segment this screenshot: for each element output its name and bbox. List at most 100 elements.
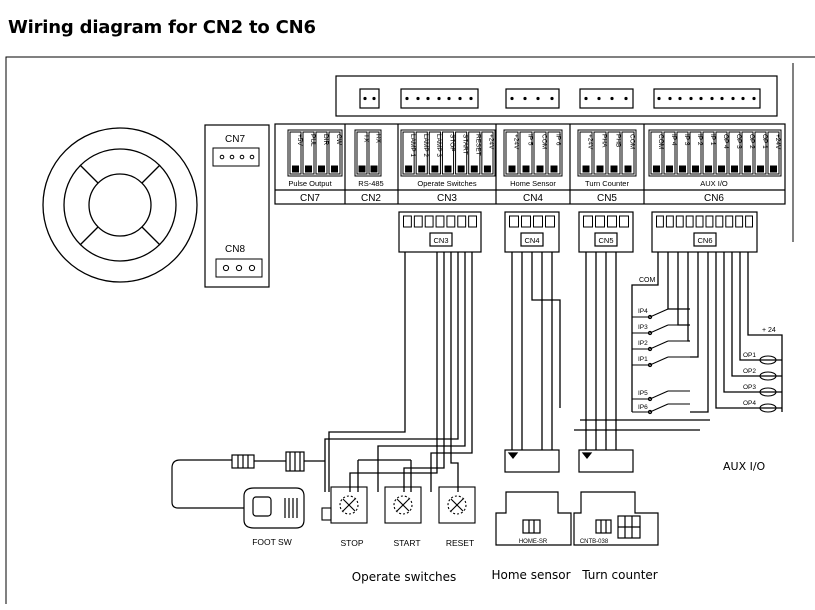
cn6-pin-label: COM [657, 134, 664, 149]
cn6-plug-slot [685, 215, 694, 228]
cn4-pin-label: +24V [512, 134, 519, 150]
cn4-plug-slot [521, 215, 531, 228]
cn5-header [577, 129, 637, 177]
foot-sw-label: FOOT SW [252, 537, 292, 547]
cn6-pin-label: IP 4 [670, 134, 677, 146]
cn6-pin-cell [676, 131, 689, 175]
cn6-pin-cell [689, 131, 702, 175]
cn7-pin-terminal [318, 165, 325, 173]
cn4-plug-slot [533, 215, 543, 228]
cn3-pin-label: LAMP 3 [435, 134, 442, 157]
cn5-plug-slot [619, 215, 629, 228]
cn6-group-label: AUX I/O [700, 179, 728, 188]
plug-cn5-label: CN5 [598, 236, 613, 245]
plug-slots [403, 215, 753, 228]
home-sensor-device [495, 491, 572, 546]
cn6-pin-terminal [731, 165, 738, 173]
cn2-pin-cell [356, 131, 368, 175]
cn5-pin-cell [579, 131, 593, 175]
cn7-pin-cell [289, 131, 302, 175]
cn3-pin-terminal [431, 165, 439, 173]
cn6-pin-terminal [666, 165, 673, 173]
aux-output-op3: OP3 [743, 384, 756, 391]
cn5-pin-cell [607, 131, 621, 175]
cn6-plug-slot [705, 215, 714, 228]
cn6-pin-terminal [718, 165, 725, 173]
cn4-pin-cell [519, 131, 533, 175]
cn6-pin-terminal [692, 165, 699, 173]
side-cn8-label: CN8 [225, 244, 245, 255]
cn7-pin-label: +5V [296, 134, 303, 146]
terminal-strip-dots [363, 96, 756, 101]
cn7-pin-cell [328, 131, 341, 175]
stop-label: STOP [341, 538, 364, 548]
cn4-plug-slot [545, 215, 555, 228]
cn6-pin-terminal [757, 165, 764, 173]
cn7-group-label: Pulse Output [288, 179, 332, 188]
cn6-pin-cell [650, 131, 663, 175]
cn6-pin-terminal [744, 165, 751, 173]
cn2-group-label: RS-485 [358, 179, 383, 188]
cn3-pin-terminal [418, 165, 426, 173]
cn4-pin-cell [547, 131, 561, 175]
cn5-pin-cell [621, 131, 635, 175]
cn3-pin-label: START [461, 134, 468, 155]
page-title: Wiring diagram for CN2 to CN6 [8, 17, 316, 38]
cn3-pin-terminal [470, 165, 478, 173]
aux-output-op1: OP1 [743, 352, 756, 359]
cn3-pin-label: RESET [475, 134, 482, 156]
cn5-pin-terminal [610, 165, 618, 173]
connector-headers [287, 129, 782, 177]
cn7-pin-cell [302, 131, 315, 175]
aux-input-ip2: IP2 [638, 340, 648, 347]
cn6-pin-cell [767, 131, 780, 175]
cn4-pin-cell [505, 131, 519, 175]
caption-operate-switches: Operate switches [352, 570, 457, 584]
side-cn7-label: CN7 [225, 134, 245, 145]
cn5-pin-terminal [624, 165, 632, 173]
caption-home-sensor: Home sensor [491, 568, 570, 582]
cn5-pin-label: PHA [600, 134, 607, 148]
cn4-group-label: Home Sensor [510, 179, 556, 188]
start-switch [384, 486, 422, 524]
cn4-pin-terminal [536, 165, 544, 173]
aux-input-ip6: IP6 [638, 404, 648, 411]
cn2-pin-label: TX [362, 134, 369, 143]
plug-cn4-label: CN4 [524, 236, 539, 245]
foot-switch [171, 459, 305, 529]
cn2-pin-terminal [370, 165, 378, 173]
cn3-pin-terminal [457, 165, 465, 173]
sensor-wires [511, 252, 710, 450]
sensor-plugs [504, 449, 634, 473]
cn6-pin-label: IP 3 [683, 134, 690, 146]
cn2-pin-terminal [358, 165, 366, 173]
cn6-pin-terminal [705, 165, 712, 173]
cn3-group-label: Operate Switches [417, 179, 476, 188]
cn4-pin-terminal [508, 165, 516, 173]
cn6-pin-label: IP 2 [696, 134, 703, 146]
cn6-pin-cell [663, 131, 676, 175]
home-sr-label: HOME-SR [519, 539, 548, 545]
cn2-pin-label: RX [374, 134, 381, 144]
start-label: START [393, 538, 420, 548]
cn6-pin-terminal [679, 165, 686, 173]
cn5-group-label: Turn Counter [585, 179, 629, 188]
aux-input-ip4: IP4 [638, 308, 648, 315]
input-switch-ends [668, 308, 690, 405]
connector-panel [274, 123, 786, 205]
cn6-pin-terminal [770, 165, 777, 173]
terminal-strip [335, 75, 778, 117]
plug-cn6-label: CN6 [697, 236, 712, 245]
cn3-pin-cell [455, 131, 468, 175]
cn4-pin-terminal [522, 165, 530, 173]
aux-plus24-label: + 24 [762, 327, 776, 334]
cn6-plug-slot [656, 215, 664, 228]
cn5-pin-label: +24V [586, 134, 593, 150]
cn3-plug-slot [403, 215, 412, 228]
cn6-pin-cell [702, 131, 715, 175]
cn4-label: CN4 [523, 193, 543, 204]
cn5-plug-slot [595, 215, 605, 228]
cn6-label: CN6 [704, 193, 724, 204]
side-module [204, 124, 270, 288]
